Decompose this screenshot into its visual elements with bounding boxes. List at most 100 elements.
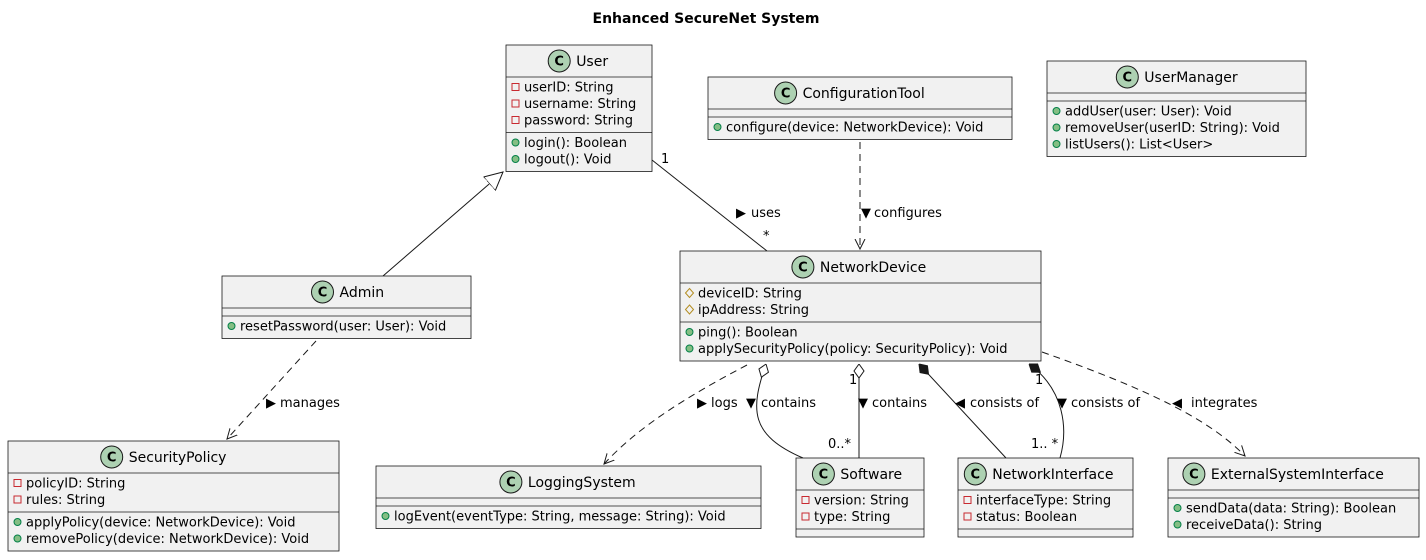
label-integrates: integrates xyxy=(1191,396,1258,411)
edge-user-uses-networkdevice xyxy=(651,159,768,252)
class-method: listUsers(): List<User> xyxy=(1065,138,1213,153)
class-method: applyPolicy(device: NetworkDevice): Void xyxy=(26,516,295,531)
class-method: receiveData(): String xyxy=(1186,518,1322,533)
visibility-public-icon xyxy=(685,328,694,336)
mult-uses-to: * xyxy=(763,229,770,244)
mult-contains-to: 0..* xyxy=(828,437,852,452)
edge-networkdevice-consists-networkinterface-a xyxy=(919,364,1007,459)
class-attribute: rules: String xyxy=(26,493,105,508)
class-icon xyxy=(791,255,815,279)
class-method: logout(): Void xyxy=(524,153,611,168)
mult-uses-from: 1 xyxy=(661,152,669,167)
class-box xyxy=(707,76,1013,140)
class-attribute: userID: String xyxy=(524,81,614,96)
visibility-private-icon xyxy=(511,83,520,91)
arrowhead-consists-of-a: ◀ xyxy=(955,396,965,411)
class-name: NetworkInterface xyxy=(992,467,1113,483)
label-configures: configures xyxy=(874,206,942,221)
class-attribute: deviceID: String xyxy=(698,287,802,302)
arrowhead-integrates: ◀ xyxy=(1172,396,1182,411)
class-icon xyxy=(1115,65,1139,89)
edge-admin-extends-user xyxy=(382,172,503,277)
class-method: applySecurityPolicy(policy: SecurityPoli… xyxy=(698,342,1008,357)
class-method: logEvent(eventType: String, message: Str… xyxy=(394,510,726,525)
visibility-public-icon xyxy=(685,344,694,353)
visibility-public-icon xyxy=(511,155,520,163)
class-icon xyxy=(311,280,334,304)
visibility-public-icon xyxy=(227,322,236,330)
class-method: addUser(user: User): Void xyxy=(1065,105,1232,120)
class-icon-letter: C xyxy=(554,55,564,70)
class-name: SecurityPolicy xyxy=(129,450,227,466)
diagram-title: Enhanced SecureNet System xyxy=(593,11,820,27)
class-attribute: type: String xyxy=(814,510,890,525)
class-icon-letter: C xyxy=(798,261,808,276)
visibility-public-icon xyxy=(1052,123,1061,132)
class-attribute: status: Boolean xyxy=(976,510,1077,525)
class-attribute: ipAddress: String xyxy=(698,303,809,318)
class-icon-letter: C xyxy=(781,87,791,102)
class-attribute: password: String xyxy=(524,114,633,129)
class-name: Software xyxy=(840,467,902,483)
arrowhead-contains-a: ▼ xyxy=(746,396,756,411)
arrowhead-uses: ▶ xyxy=(736,206,746,221)
class-name: Admin xyxy=(340,285,385,301)
class-icon xyxy=(963,462,987,486)
visibility-public-icon xyxy=(381,512,390,520)
edge-networkdevice-integrates-externalsystem xyxy=(1041,351,1245,456)
class-box xyxy=(1046,60,1307,157)
class-icon-letter: C xyxy=(107,451,117,466)
class-method: ping(): Boolean xyxy=(698,326,798,341)
class-icon xyxy=(774,81,798,105)
label-uses: uses xyxy=(751,206,781,221)
class-name: LoggingSystem xyxy=(528,475,636,491)
visibility-public-icon xyxy=(713,123,722,131)
visibility-private-icon xyxy=(511,99,520,108)
class-attribute: version: String xyxy=(814,494,909,509)
mult-contains-from: 1 xyxy=(849,373,857,388)
class-icon xyxy=(547,49,571,73)
arrowhead-manages: ▶ xyxy=(266,396,276,411)
class-box xyxy=(221,275,472,339)
class-method: removeUser(userID: String): Void xyxy=(1065,121,1280,136)
visibility-private-icon xyxy=(13,479,22,487)
class-icon-letter: C xyxy=(819,468,829,483)
class-name: UserManager xyxy=(1144,70,1238,86)
class-box xyxy=(505,44,653,172)
class-icon xyxy=(811,462,835,486)
label-consists-of-b: consists of xyxy=(1071,396,1140,411)
class-icon xyxy=(100,445,124,469)
class-icon-letter: C xyxy=(1189,468,1199,483)
visibility-public-icon xyxy=(13,518,22,526)
visibility-private-icon xyxy=(963,512,972,521)
mult-consists-to: 1.. * xyxy=(1031,437,1059,452)
class-name: User xyxy=(576,54,608,70)
class-box xyxy=(1167,457,1420,538)
visibility-public-icon xyxy=(1052,107,1061,115)
class-name: ExternalSystemInterface xyxy=(1211,467,1384,483)
class-method: login(): Boolean xyxy=(524,136,627,151)
visibility-public-icon xyxy=(1173,504,1182,512)
label-logs: logs xyxy=(711,396,738,411)
visibility-protected-icon xyxy=(684,304,695,315)
class-attribute: username: String xyxy=(524,97,636,112)
class-attribute: interfaceType: String xyxy=(976,494,1111,509)
class-name: ConfigurationTool xyxy=(803,86,925,102)
visibility-private-icon xyxy=(801,512,810,521)
visibility-private-icon xyxy=(963,496,972,504)
label-consists-of-a: consists of xyxy=(970,396,1039,411)
edge-networkdevice-consists-networkinterface-b xyxy=(1029,364,1065,459)
class-box xyxy=(375,465,762,529)
visibility-protected-icon xyxy=(684,287,695,299)
